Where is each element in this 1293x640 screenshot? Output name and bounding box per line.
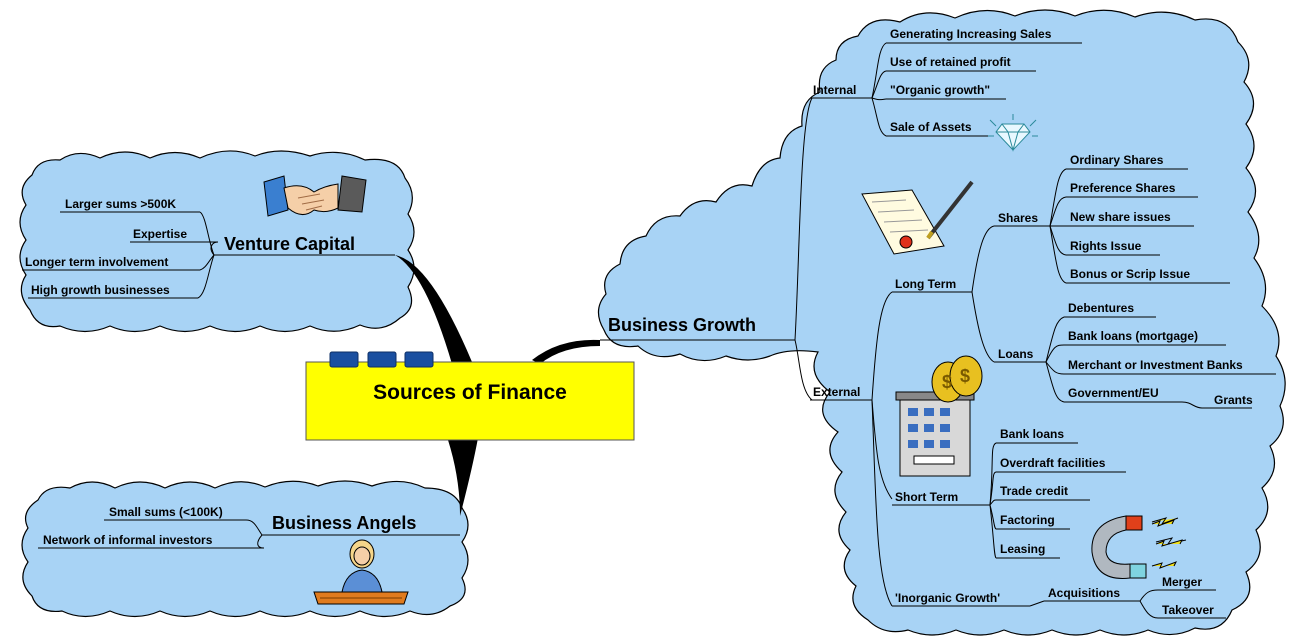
shares-item-1[interactable]: Ordinary Shares xyxy=(1070,153,1164,167)
short-term-item-3[interactable]: Trade credit xyxy=(1000,484,1068,498)
shares-item-3[interactable]: New share issues xyxy=(1070,210,1171,224)
business-angels-title[interactable]: Business Angels xyxy=(272,513,416,533)
bank-coins-icon: $ $ xyxy=(895,355,983,477)
vc-item-3[interactable]: Longer term involvement xyxy=(25,255,168,269)
connector-business-angels xyxy=(448,438,478,516)
internal-item-3[interactable]: "Organic growth" xyxy=(890,83,990,97)
internal-label[interactable]: Internal xyxy=(813,83,856,97)
business-growth-cloud xyxy=(597,9,1286,636)
vc-item-4[interactable]: High growth businesses xyxy=(31,283,170,297)
internal-item-2[interactable]: Use of retained profit xyxy=(890,55,1011,69)
short-term-item-5[interactable]: Leasing xyxy=(1000,542,1045,556)
short-term-item-2[interactable]: Overdraft facilities xyxy=(1000,456,1106,470)
venture-capital-title[interactable]: Venture Capital xyxy=(224,234,355,254)
shares-item-4[interactable]: Rights Issue xyxy=(1070,239,1142,253)
central-title: Sources of Finance xyxy=(373,381,567,404)
connector-venture-capital xyxy=(395,255,472,364)
loans-item-2[interactable]: Bank loans (mortgage) xyxy=(1068,329,1198,343)
grants-label[interactable]: Grants xyxy=(1214,393,1253,407)
central-tab-3 xyxy=(404,351,434,368)
short-term-label[interactable]: Short Term xyxy=(895,490,958,504)
svg-text:$: $ xyxy=(942,372,952,392)
acquisitions-label[interactable]: Acquisitions xyxy=(1048,586,1120,600)
external-label[interactable]: External xyxy=(813,385,860,399)
internal-item-4[interactable]: Sale of Assets xyxy=(890,120,972,134)
long-term-label[interactable]: Long Term xyxy=(895,277,956,291)
loans-label[interactable]: Loans xyxy=(998,347,1034,361)
central-tab-2 xyxy=(367,351,397,368)
diamond-icon xyxy=(988,114,1038,152)
merger-label[interactable]: Merger xyxy=(1162,575,1202,589)
shares-item-2[interactable]: Preference Shares xyxy=(1070,181,1176,195)
handshake-icon xyxy=(263,175,367,217)
contract-pen-icon xyxy=(861,180,974,255)
ba-item-1[interactable]: Small sums (<100K) xyxy=(109,505,223,519)
business-growth-title[interactable]: Business Growth xyxy=(608,315,756,335)
loans-item-3[interactable]: Merchant or Investment Banks xyxy=(1068,358,1243,372)
central-box[interactable] xyxy=(305,361,635,441)
shares-item-5[interactable]: Bonus or Scrip Issue xyxy=(1070,267,1190,281)
connector-business-growth xyxy=(532,339,600,364)
internal-item-1[interactable]: Generating Increasing Sales xyxy=(890,27,1052,41)
ba-item-2[interactable]: Network of informal investors xyxy=(43,533,213,547)
short-term-item-1[interactable]: Bank loans xyxy=(1000,427,1064,441)
magnet-icon xyxy=(1091,515,1187,579)
svg-text:$: $ xyxy=(960,366,970,386)
shares-label[interactable]: Shares xyxy=(998,211,1038,225)
takeover-label[interactable]: Takeover xyxy=(1162,603,1214,617)
central-tab-1 xyxy=(329,351,359,368)
loans-item-1[interactable]: Debentures xyxy=(1068,301,1134,315)
short-term-item-4[interactable]: Factoring xyxy=(1000,513,1055,527)
loans-item-4[interactable]: Government/EU xyxy=(1068,386,1159,400)
businesswoman-icon xyxy=(313,539,409,605)
vc-item-1[interactable]: Larger sums >500K xyxy=(65,197,176,211)
vc-item-2[interactable]: Expertise xyxy=(133,227,187,241)
inorganic-label[interactable]: 'Inorganic Growth' xyxy=(895,591,1000,605)
